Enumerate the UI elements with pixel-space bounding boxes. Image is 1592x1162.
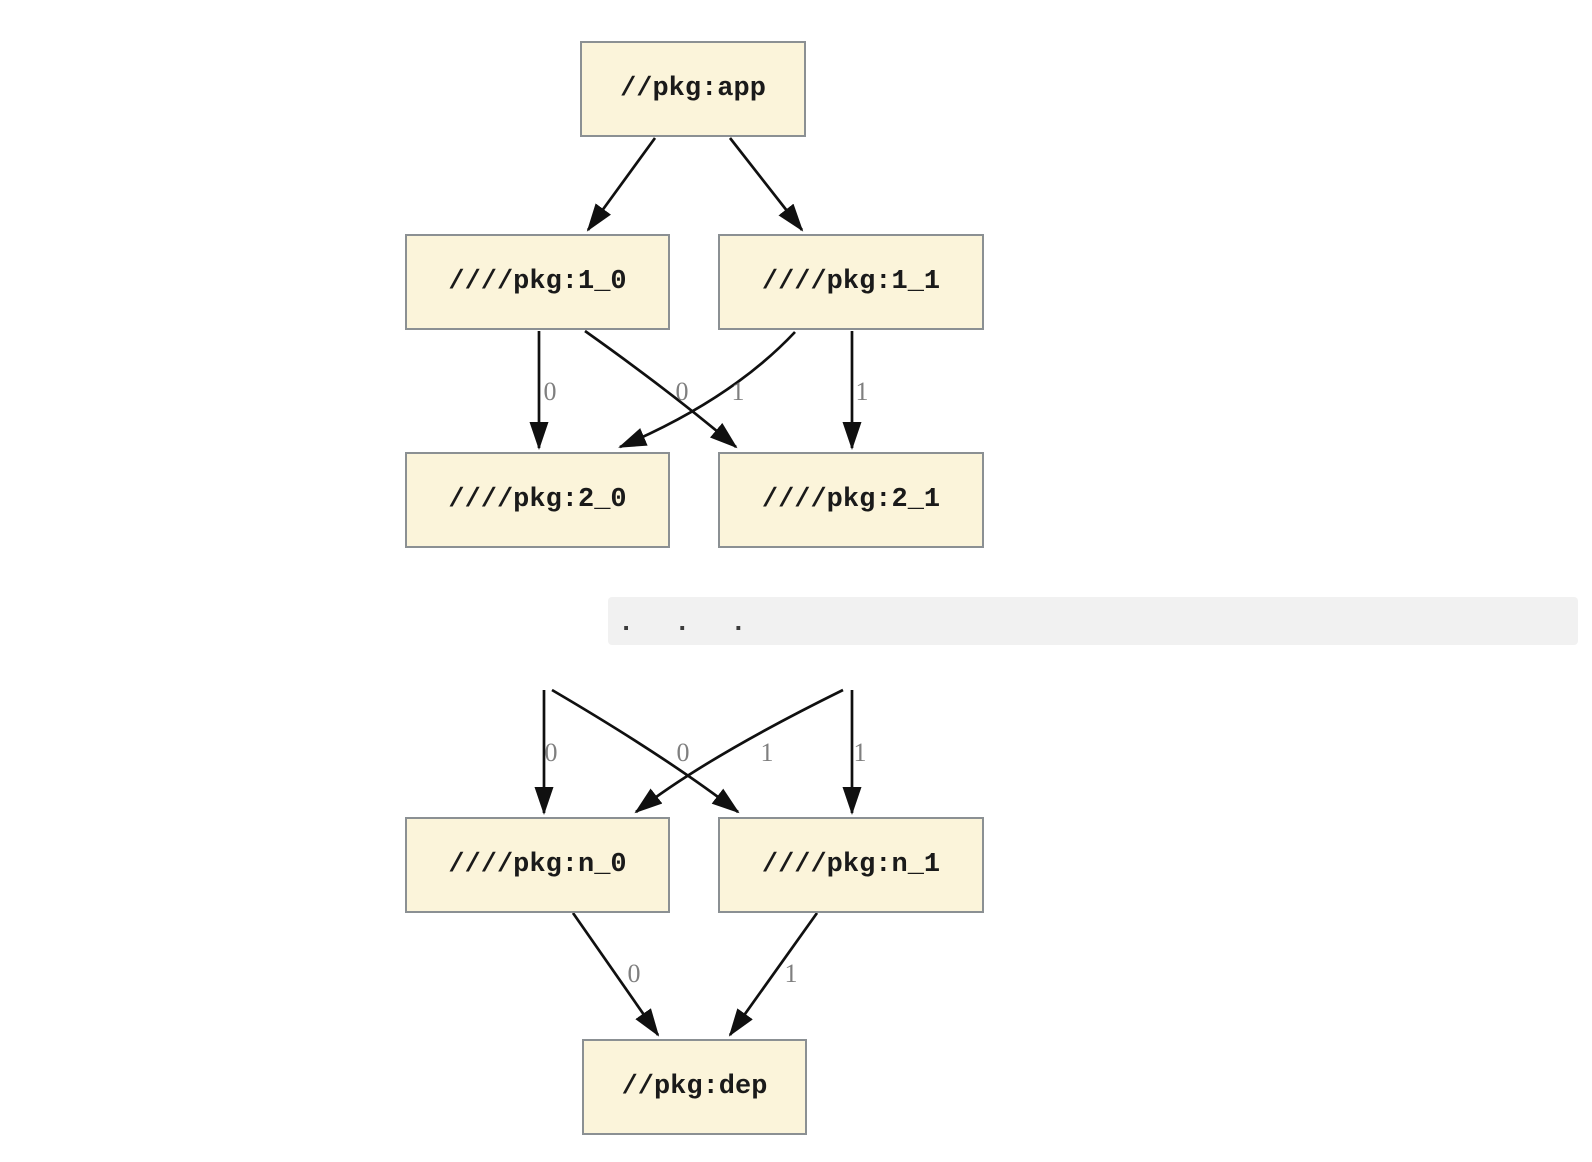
- node-label: //pkg:dep: [621, 1072, 768, 1102]
- edge-label-ellipsis-to-n_0-diagonal: 1: [760, 738, 774, 767]
- edge-n_0-to-dep: [571, 912, 660, 1037]
- edge-ellipsis-to-n_1-diagonal: [551, 688, 740, 814]
- node-n_1: ////pkg:n_1: [718, 817, 984, 913]
- node-1_0: ////pkg:1_0: [405, 234, 670, 330]
- edge-label-1_1-to-2_1: 1: [855, 377, 869, 406]
- edge-app-to-1_1: [728, 137, 804, 232]
- node-label: ////pkg:2_0: [448, 485, 627, 515]
- node-app: //pkg:app: [580, 41, 806, 137]
- edge-ellipsis-to-n_0-diagonal: [634, 688, 844, 814]
- edge-label-ellipsis-to-n_0-vertical: 0: [544, 738, 558, 767]
- edge-label-n_1-to-dep: 1: [784, 959, 798, 988]
- edge-label-1_1-to-2_0: 1: [731, 377, 745, 406]
- edge-label-1_0-to-2_0: 0: [543, 377, 557, 406]
- edge-app-to-1_0: [586, 137, 657, 232]
- ellipsis-dots: . . .: [618, 608, 749, 639]
- edge-1_1-to-2_0: [618, 331, 796, 449]
- node-label: //pkg:app: [620, 74, 766, 104]
- edge-label-1_0-to-2_1: 0: [675, 377, 689, 406]
- edge-label-n_0-to-dep: 0: [627, 959, 641, 988]
- edge-1_0-to-2_1: [584, 329, 738, 449]
- node-label: ////pkg:1_0: [448, 267, 627, 297]
- node-label: ////pkg:1_1: [761, 267, 941, 297]
- ellipsis-bar: . . .: [608, 597, 1578, 645]
- node-n_0: ////pkg:n_0: [405, 817, 670, 913]
- node-label: ////pkg:2_1: [761, 485, 941, 515]
- node-2_1: ////pkg:2_1: [718, 452, 984, 548]
- node-dep: //pkg:dep: [582, 1039, 807, 1135]
- node-label: ////pkg:n_0: [448, 850, 627, 880]
- node-2_0: ////pkg:2_0: [405, 452, 670, 548]
- edge-label-ellipsis-to-n_1-diagonal: 0: [676, 738, 690, 767]
- edge-label-ellipsis-to-n_1-vertical: 1: [853, 738, 867, 767]
- edge-n_1-to-dep: [728, 912, 819, 1037]
- node-1_1: ////pkg:1_1: [718, 234, 984, 330]
- node-label: ////pkg:n_1: [761, 850, 941, 880]
